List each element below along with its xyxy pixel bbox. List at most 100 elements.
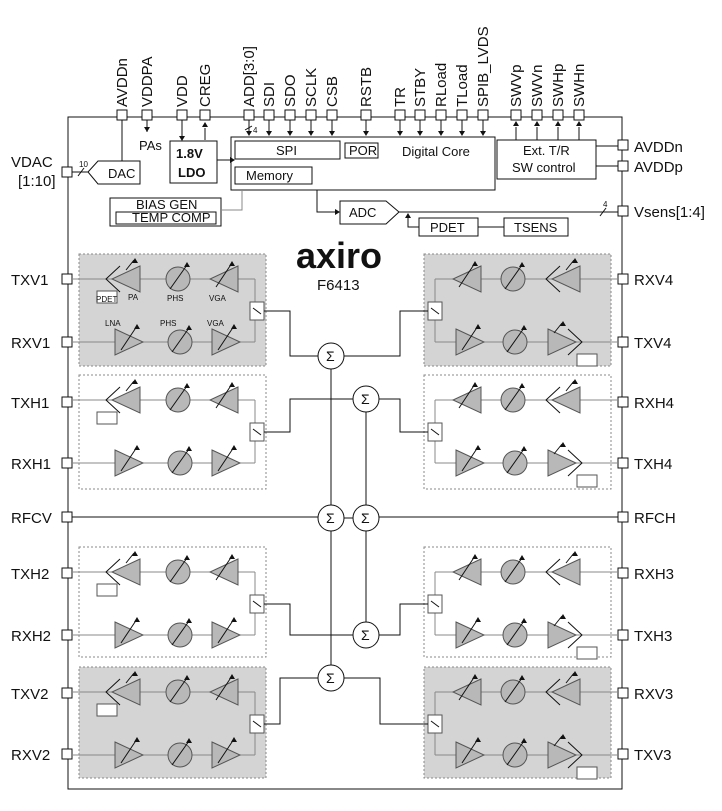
pin-label: VDAC xyxy=(11,154,53,171)
pa-icon xyxy=(105,265,121,293)
pin-label: SWVn xyxy=(529,64,546,107)
arrow-up-icon xyxy=(475,737,481,742)
pin-pad xyxy=(617,629,629,641)
amplifier-icon xyxy=(451,386,482,414)
wire xyxy=(553,615,563,627)
arrow-up-icon xyxy=(184,383,190,388)
wire xyxy=(264,603,353,636)
ldo-voltage-label: 1.8V xyxy=(176,146,203,161)
wire xyxy=(599,207,607,217)
pin-label: AVDDn xyxy=(634,139,683,156)
arrow-up-icon xyxy=(521,446,527,451)
tuning-arrow xyxy=(171,448,190,474)
wire xyxy=(461,325,479,351)
tuning-arrow xyxy=(506,448,525,474)
pin-pad xyxy=(61,336,73,348)
wire xyxy=(344,310,428,357)
wire xyxy=(461,446,479,472)
arrow-up-icon xyxy=(202,122,208,127)
summer-label: Σ xyxy=(361,627,370,643)
pdet-icon xyxy=(96,290,118,304)
wire xyxy=(77,167,85,177)
arrow-up-icon xyxy=(132,551,138,556)
arrow-up-icon xyxy=(472,674,478,679)
digital-core-label: Digital Core xyxy=(402,144,470,159)
arrow-up-icon xyxy=(132,671,138,676)
phase-shifter-icon xyxy=(502,450,528,476)
wire xyxy=(344,677,428,725)
arrow-down-icon xyxy=(480,131,486,136)
amplifier-icon xyxy=(451,265,482,293)
bus-width-label: 4 xyxy=(603,200,608,209)
pin-pad xyxy=(617,396,629,408)
arrow-up-icon xyxy=(519,675,525,680)
arrow-up-icon xyxy=(229,261,235,266)
temp-comp-block xyxy=(115,211,217,225)
arrow-down-icon xyxy=(459,131,465,136)
amplifier-icon xyxy=(110,558,141,586)
wire xyxy=(120,618,138,644)
arrow-up-icon xyxy=(572,671,578,676)
pin-pad xyxy=(617,511,629,523)
arrow-up-icon xyxy=(231,617,237,622)
ldo-block xyxy=(169,140,218,184)
pin-label: TXV4 xyxy=(634,335,672,352)
arrow-down-icon xyxy=(266,131,272,136)
pin-pad xyxy=(394,109,406,121)
tuning-arrow xyxy=(506,620,525,646)
pin-pad xyxy=(61,567,73,579)
lna-tag: LNA xyxy=(105,319,121,328)
arrow-up-icon xyxy=(521,325,527,330)
arrow-up-icon xyxy=(576,121,582,126)
wire xyxy=(458,383,476,409)
tuning-arrow xyxy=(504,264,523,290)
wire xyxy=(120,738,138,764)
pa-icon xyxy=(105,678,121,706)
pin-label: AVDDn xyxy=(114,58,131,107)
pin-label: TXH2 xyxy=(11,566,49,583)
wire xyxy=(252,720,262,728)
summer-label: Σ xyxy=(326,348,335,364)
bus-width-label: 4 xyxy=(253,126,258,135)
amplifier-icon xyxy=(550,558,581,586)
pin-label: RXH2 xyxy=(11,628,51,645)
pin-pad xyxy=(510,109,522,121)
tuning-arrow xyxy=(169,557,188,583)
pin-pad xyxy=(263,109,275,121)
dac-label: DAC xyxy=(108,166,135,181)
pin-label: RXH1 xyxy=(11,456,51,473)
pin-pad xyxy=(61,511,73,523)
pin-label: RXV3 xyxy=(634,686,673,703)
dac-block xyxy=(87,160,141,185)
tuning-arrow xyxy=(169,264,188,290)
wire xyxy=(217,738,235,764)
phase-shifter-icon xyxy=(502,329,528,355)
arrow-up-icon xyxy=(472,554,478,559)
pdet-tag: PDET xyxy=(96,295,117,304)
bus-width-label: 10 xyxy=(79,160,88,169)
pin-label: ADD[3:0] xyxy=(241,46,258,107)
arrow-up-icon xyxy=(134,737,140,742)
phase-shifter-icon xyxy=(502,622,528,648)
tuning-arrow xyxy=(169,385,188,411)
amplifier-icon xyxy=(110,678,141,706)
pin-pad xyxy=(617,567,629,579)
tuning-arrow xyxy=(506,327,525,353)
summer-label: Σ xyxy=(361,510,370,526)
summer-label: Σ xyxy=(326,510,335,526)
wire xyxy=(217,618,235,644)
pin-pad xyxy=(199,109,211,121)
pin-label: RXV2 xyxy=(11,747,50,764)
wire xyxy=(565,380,575,392)
channel-block xyxy=(72,253,267,367)
wire xyxy=(125,672,135,684)
spi-block xyxy=(234,140,341,160)
arrow-down-icon xyxy=(287,131,293,136)
pin-label: SCLK xyxy=(303,68,320,107)
tuning-arrow xyxy=(506,740,525,766)
pin-pad xyxy=(305,109,317,121)
pin-pad xyxy=(531,109,543,121)
pa-icon xyxy=(545,386,561,414)
amplifier-icon xyxy=(208,386,239,414)
